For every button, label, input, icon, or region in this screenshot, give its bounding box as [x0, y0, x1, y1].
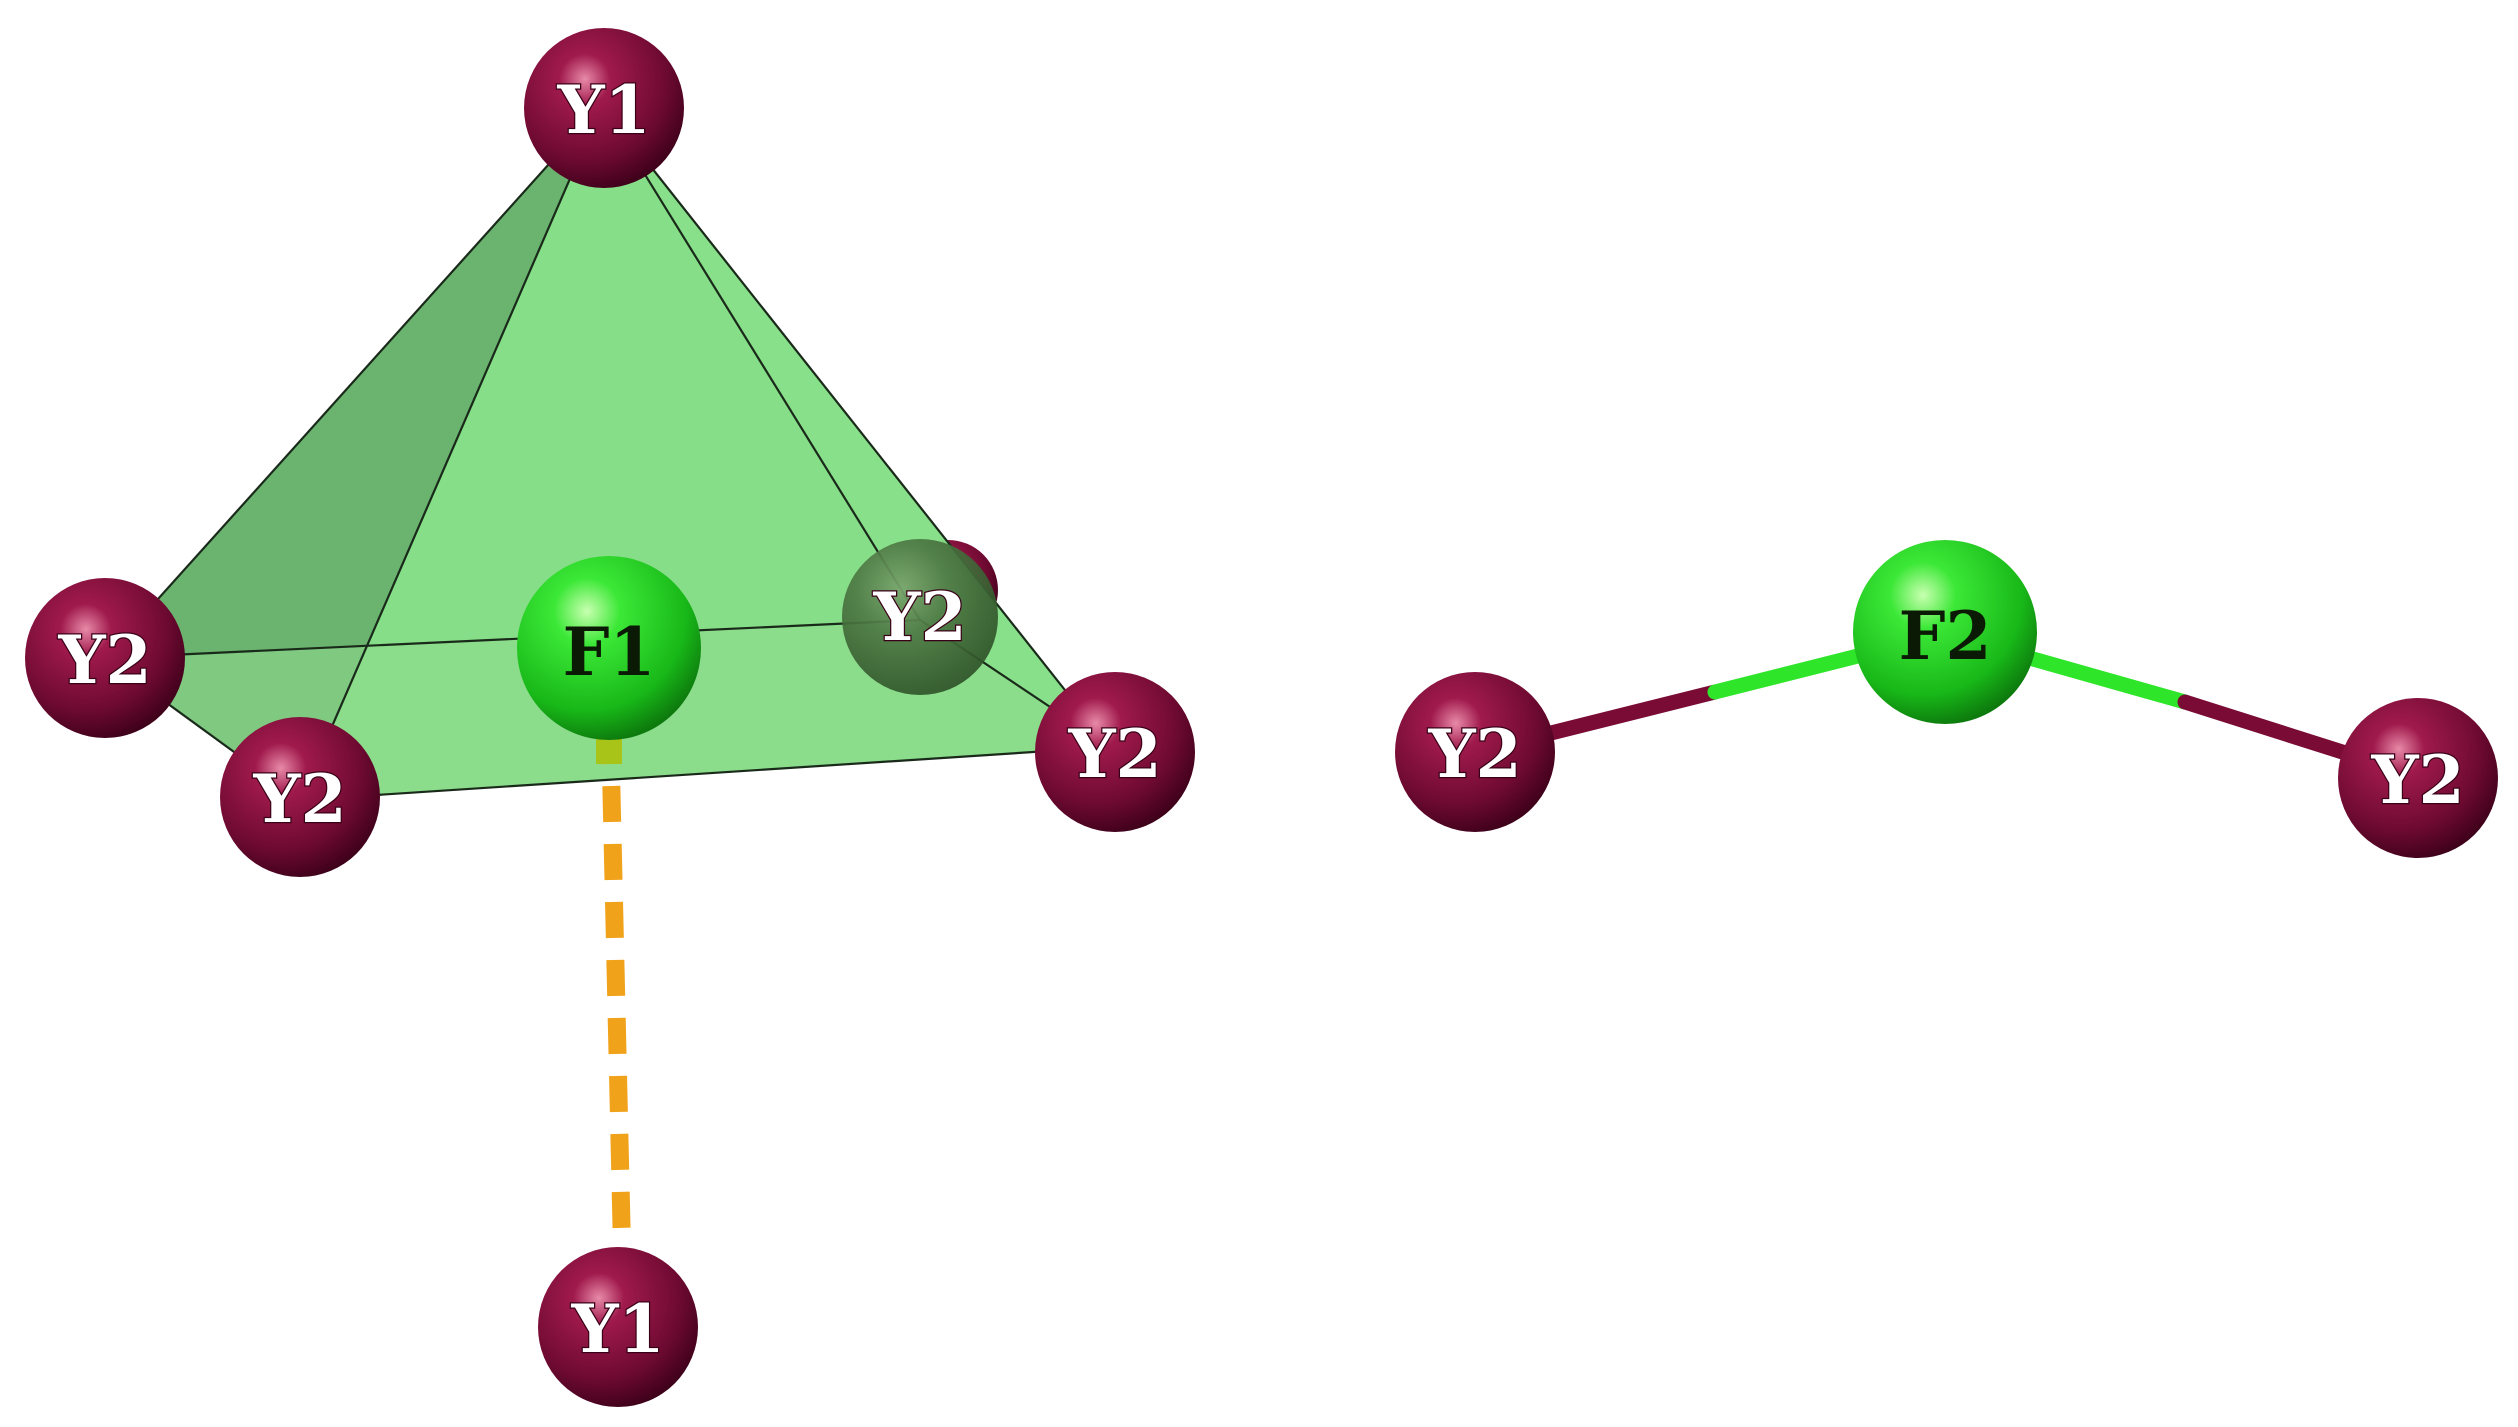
left-cluster: Y2 F1 Y1 Y2 Y2 Y2	[25, 28, 1195, 1407]
atom-label: Y2	[1067, 715, 1161, 793]
atom-label: Y1	[570, 1290, 664, 1368]
atom-label: Y2	[2370, 741, 2464, 819]
right-cluster: F2 Y2 Y2	[1395, 540, 2498, 858]
atom-y2-front: Y2	[220, 717, 380, 877]
atom-y1-top: Y1	[524, 28, 684, 188]
atom-y2-right-cluster-right: Y2	[2338, 698, 2498, 858]
atom-y1-bottom: Y1	[538, 1247, 698, 1407]
atom-label: F2	[1899, 597, 1992, 675]
atom-y2-right: Y2	[1035, 672, 1195, 832]
atom-label: F1	[563, 613, 656, 691]
atom-f2: F2	[1853, 540, 2037, 724]
atom-label: Y2	[57, 621, 151, 699]
atom-y2-left: Y2	[25, 578, 185, 738]
atom-label: Y2	[252, 760, 346, 838]
pyramid-face-left	[105, 105, 602, 800]
atom-y2-back-overlay: Y2	[842, 539, 998, 695]
atom-y2-right-cluster-left: Y2	[1395, 672, 1555, 832]
long-contact-f1-y1	[596, 724, 631, 1249]
atom-label: Y2	[1427, 715, 1521, 793]
atom-label: Y2	[872, 578, 966, 656]
atom-label: Y1	[556, 71, 650, 149]
atom-f1: F1	[517, 556, 701, 740]
